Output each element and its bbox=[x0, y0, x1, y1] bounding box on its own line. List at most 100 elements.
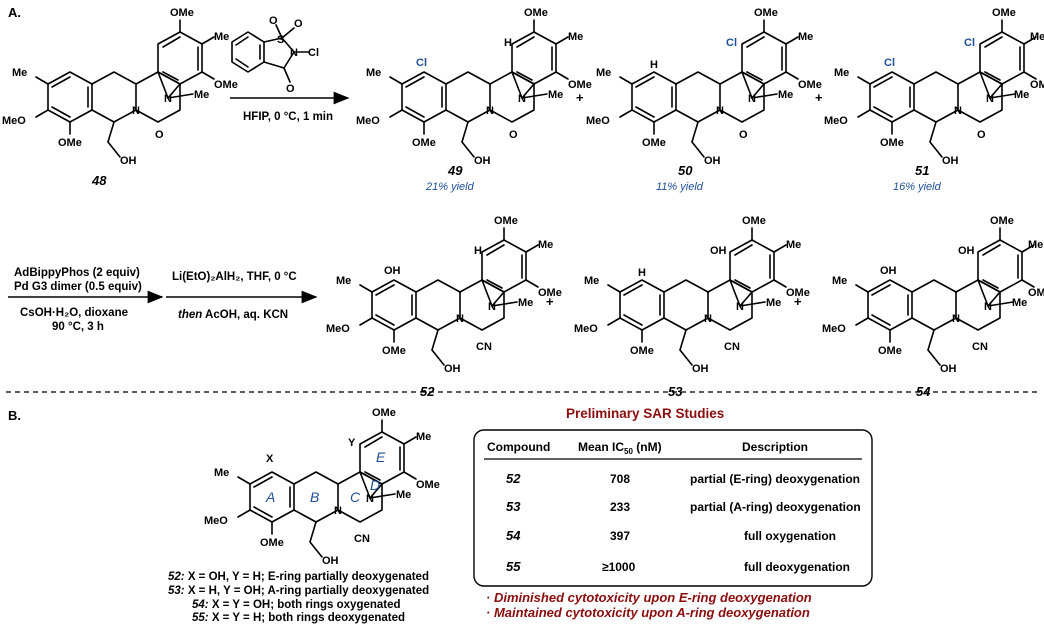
svg-text:partial (A-ring) deoxygenation: partial (A-ring) deoxygenation bbox=[690, 500, 861, 514]
svg-text:N: N bbox=[716, 105, 724, 117]
compound-52-label: 52 bbox=[420, 384, 435, 399]
sar-header-description: Description bbox=[742, 440, 808, 454]
svg-text:OH: OH bbox=[958, 245, 975, 257]
svg-text:Me: Me bbox=[366, 67, 381, 79]
sar-row: 54 397 full oxygenation bbox=[506, 528, 836, 543]
svg-text:N: N bbox=[986, 93, 994, 105]
compound-51-label: 51 bbox=[915, 163, 929, 178]
compound-54-label: 54 bbox=[916, 384, 931, 399]
svg-text:Me: Me bbox=[1012, 297, 1027, 309]
sar-header-ic50: Mean IC50 (nM) bbox=[578, 440, 662, 456]
plus-3: + bbox=[546, 294, 554, 309]
reagent-structure: S O O N Cl O bbox=[231, 15, 319, 95]
svg-text:O: O bbox=[509, 129, 518, 141]
svg-text:OH: OH bbox=[710, 245, 727, 257]
svg-text:Me: Me bbox=[12, 67, 27, 79]
svg-text:OH: OH bbox=[444, 363, 461, 375]
svg-text:OMe: OMe bbox=[754, 7, 778, 19]
svg-text:OH: OH bbox=[940, 363, 957, 375]
plus-4: + bbox=[794, 294, 802, 309]
svg-text:OH: OH bbox=[692, 363, 709, 375]
compound-54-structure: OH OMe OH Me OMe Me MeO OMe N N Me CN OH bbox=[822, 215, 1044, 375]
legend-line-53: 53: X = H, Y = OH; A-ring partially deox… bbox=[168, 585, 429, 597]
svg-text:N: N bbox=[748, 93, 756, 105]
svg-text:OMe: OMe bbox=[412, 137, 436, 149]
svg-text:H: H bbox=[650, 59, 658, 71]
svg-text:O: O bbox=[269, 15, 278, 27]
svg-text:OH: OH bbox=[704, 155, 721, 167]
svg-text:Me: Me bbox=[194, 89, 209, 101]
svg-text:Me: Me bbox=[1014, 89, 1029, 101]
svg-text:N: N bbox=[488, 301, 496, 313]
plus-2: + bbox=[815, 90, 823, 105]
svg-text:OMe: OMe bbox=[170, 7, 194, 19]
svg-text:OH: OH bbox=[942, 155, 959, 167]
svg-text:OH: OH bbox=[384, 265, 401, 277]
svg-text:OH: OH bbox=[322, 555, 339, 567]
svg-text:OMe: OMe bbox=[494, 215, 518, 227]
svg-text:OMe: OMe bbox=[372, 407, 396, 419]
svg-text:Cl: Cl bbox=[884, 57, 895, 69]
svg-text:OMe: OMe bbox=[260, 537, 284, 549]
ring-label-b: B bbox=[310, 489, 319, 505]
svg-text:55: 55 bbox=[506, 559, 521, 574]
compound-49-structure: Cl OMe H Me OMe Me MeO OMe N N Me O OH bbox=[356, 7, 592, 167]
ring-label-c: C bbox=[350, 489, 361, 505]
svg-text:CN: CN bbox=[972, 341, 988, 353]
svg-text:S: S bbox=[277, 34, 284, 46]
svg-text:N: N bbox=[164, 93, 172, 105]
svg-text:OMe: OMe bbox=[642, 137, 666, 149]
sar-row: 52 708 partial (E-ring) deoxygenation bbox=[506, 471, 860, 486]
svg-text:MeO: MeO bbox=[824, 115, 848, 127]
svg-text:O: O bbox=[294, 18, 303, 30]
plus-1: + bbox=[576, 90, 584, 105]
svg-text:CN: CN bbox=[354, 533, 370, 545]
svg-text:N: N bbox=[486, 105, 494, 117]
svg-text:Me: Me bbox=[568, 31, 583, 43]
svg-text:Me: Me bbox=[548, 89, 563, 101]
svg-text:OH: OH bbox=[880, 265, 897, 277]
compound-49-yield: 21% yield bbox=[425, 181, 475, 193]
svg-text:N: N bbox=[704, 313, 712, 325]
svg-text:OMe: OMe bbox=[990, 215, 1014, 227]
svg-text:N: N bbox=[952, 313, 960, 325]
svg-text:Me: Me bbox=[336, 275, 351, 287]
svg-text:N: N bbox=[518, 93, 526, 105]
svg-text:O: O bbox=[155, 129, 164, 141]
svg-text:Me: Me bbox=[214, 467, 229, 479]
svg-text:CN: CN bbox=[724, 341, 740, 353]
compound-48-structure: OMe Me OMe Me MeO OMe N N Me O OH bbox=[2, 7, 238, 167]
svg-text:397: 397 bbox=[610, 529, 630, 543]
svg-text:H: H bbox=[474, 245, 482, 257]
svg-text:Me: Me bbox=[596, 67, 611, 79]
compound-50-label: 50 bbox=[678, 163, 693, 178]
section-a-label: A. bbox=[8, 5, 21, 20]
svg-text:Y: Y bbox=[348, 437, 356, 449]
sar-title: Preliminary SAR Studies bbox=[566, 406, 724, 421]
step2-line2: Pd G3 dimer (0.5 equiv) bbox=[14, 281, 142, 293]
svg-text:N: N bbox=[132, 105, 140, 117]
svg-text:Me: Me bbox=[518, 297, 533, 309]
svg-text:Me: Me bbox=[778, 89, 793, 101]
ring-label-d: D bbox=[370, 477, 380, 493]
svg-text:OMe: OMe bbox=[798, 79, 822, 91]
svg-text:Me: Me bbox=[766, 297, 781, 309]
svg-text:N: N bbox=[456, 313, 464, 325]
sar-row: 53 233 partial (A-ring) deoxygenation bbox=[506, 499, 861, 514]
svg-text:MeO: MeO bbox=[574, 323, 598, 335]
svg-text:OMe: OMe bbox=[538, 287, 562, 299]
sar-table-frame bbox=[473, 429, 873, 587]
sar-row: 55 ≥1000 full deoxygenation bbox=[506, 559, 850, 574]
legend-line-52: 52: X = OH, Y = H; E-ring partially deox… bbox=[168, 571, 429, 583]
legend-line-55: 55: X = Y = H; both rings deoxygenated bbox=[192, 612, 405, 624]
svg-text:OMe: OMe bbox=[416, 479, 440, 491]
step2-line4: 90 °C, 3 h bbox=[52, 321, 104, 333]
svg-text:Me: Me bbox=[798, 31, 813, 43]
compound-50-structure: OMe Cl Me OMe H Me MeO OMe N N Me O OH bbox=[586, 7, 822, 167]
svg-text:≥1000: ≥1000 bbox=[602, 560, 636, 574]
svg-text:N: N bbox=[334, 505, 342, 517]
svg-text:N: N bbox=[954, 105, 962, 117]
svg-text:OMe: OMe bbox=[742, 215, 766, 227]
svg-text:partial (E-ring) deoxygenation: partial (E-ring) deoxygenation bbox=[690, 472, 860, 486]
